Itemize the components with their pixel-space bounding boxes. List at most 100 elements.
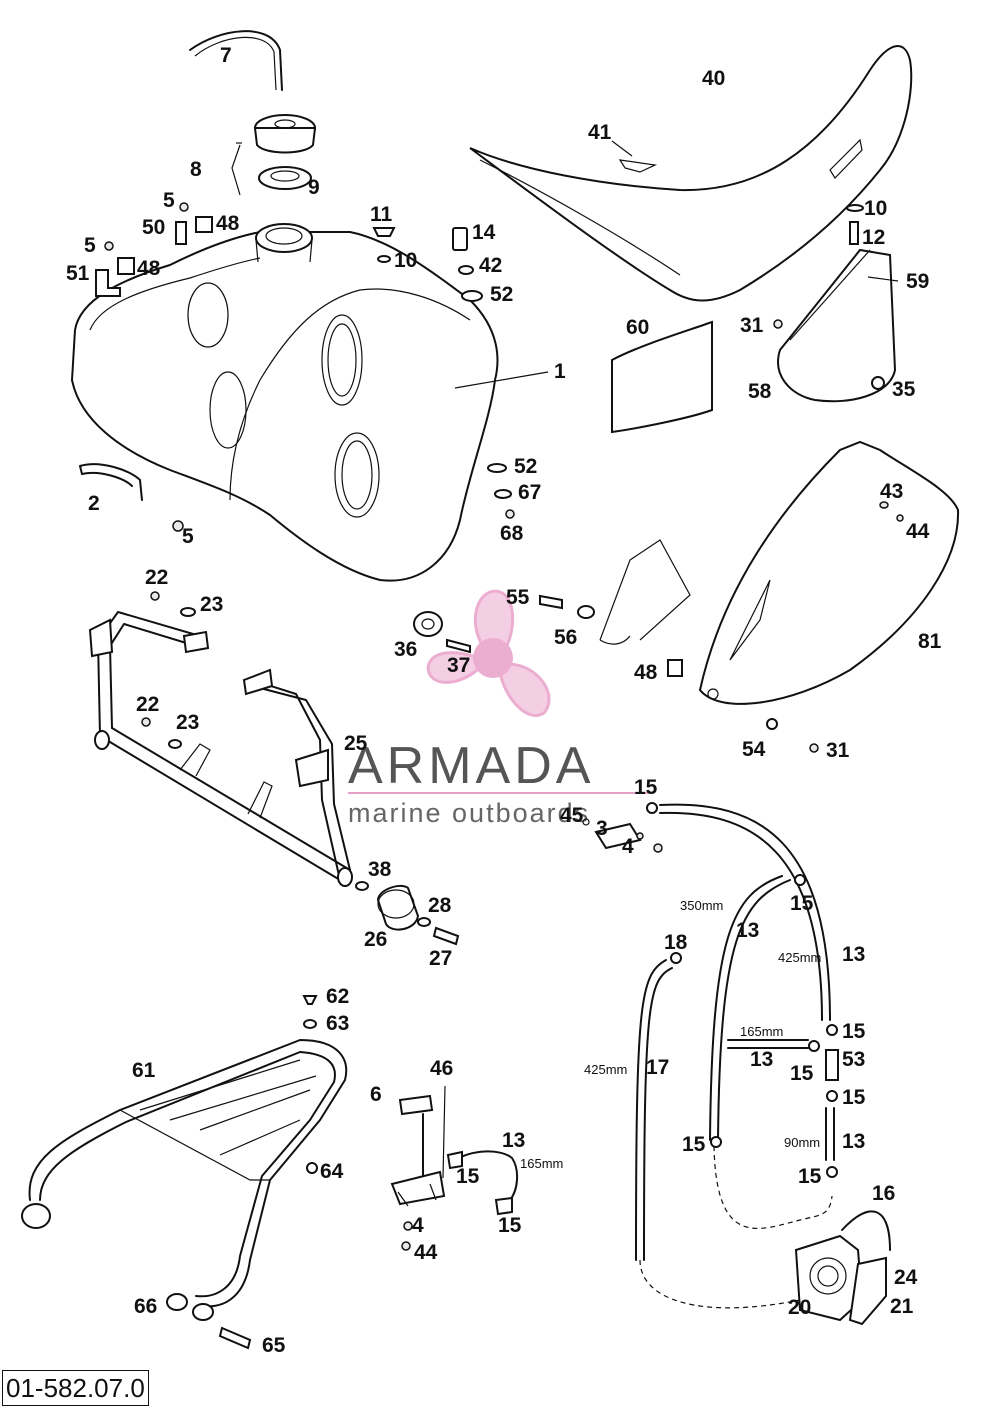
dimension-labels: 350mm 425mm 165mm 425mm 90mm 165mm bbox=[520, 898, 821, 1171]
callout-4b: 4 bbox=[412, 1214, 424, 1237]
callout-54: 54 bbox=[742, 738, 766, 761]
callout-18: 18 bbox=[664, 931, 688, 954]
callout-15f: 15 bbox=[682, 1133, 706, 1156]
callout-16: 16 bbox=[872, 1182, 895, 1205]
drawing-code-label: 01-582.07.0 bbox=[2, 1370, 149, 1406]
callout-64: 64 bbox=[320, 1160, 344, 1183]
callout-15h: 15 bbox=[456, 1165, 480, 1188]
callout-48b: 48 bbox=[137, 257, 161, 280]
dim-350mm: 350mm bbox=[680, 898, 723, 913]
callout-14: 14 bbox=[472, 221, 496, 244]
callout-23a: 23 bbox=[200, 593, 223, 616]
callout-27: 27 bbox=[429, 947, 452, 970]
callout-7: 7 bbox=[220, 44, 232, 67]
callout-35: 35 bbox=[892, 378, 916, 401]
callout-44a: 44 bbox=[906, 520, 930, 543]
callout-37: 37 bbox=[447, 654, 470, 677]
callout-10a: 10 bbox=[394, 249, 417, 272]
callout-15b: 15 bbox=[790, 892, 814, 915]
tank-fixing-hardware bbox=[95, 202, 213, 297]
dim-165mm-b: 165mm bbox=[520, 1156, 563, 1171]
watermark-propeller-logo bbox=[426, 589, 551, 718]
callout-63: 63 bbox=[326, 1012, 349, 1035]
rubber-mount-part bbox=[355, 881, 460, 946]
callout-61: 61 bbox=[132, 1059, 156, 1082]
callout-42: 42 bbox=[479, 254, 502, 277]
callout-22b: 22 bbox=[136, 693, 159, 716]
part-number-labels: 7 8 9 5 50 48 5 51 48 11 10 14 42 52 1 5… bbox=[66, 44, 942, 1357]
tool-bag-part bbox=[773, 248, 897, 403]
fuel-tank-part bbox=[71, 223, 549, 582]
callout-31b: 31 bbox=[826, 739, 850, 762]
callout-8: 8 bbox=[190, 158, 202, 181]
callout-3: 3 bbox=[596, 817, 608, 840]
callout-15a: 15 bbox=[634, 776, 658, 799]
fuel-tap-part bbox=[390, 1085, 518, 1251]
dim-90mm: 90mm bbox=[784, 1135, 820, 1150]
callout-81: 81 bbox=[918, 630, 942, 653]
callout-22a: 22 bbox=[145, 566, 168, 589]
callout-50: 50 bbox=[142, 216, 165, 239]
callout-10b: 10 bbox=[864, 197, 887, 220]
decal-part bbox=[611, 320, 713, 434]
callout-13d: 13 bbox=[842, 1130, 865, 1153]
callout-20: 20 bbox=[788, 1296, 811, 1319]
callout-11: 11 bbox=[370, 203, 393, 226]
callout-62: 62 bbox=[326, 985, 349, 1008]
callout-66: 66 bbox=[134, 1295, 157, 1318]
tank-bracket-part bbox=[79, 463, 143, 501]
callout-2: 2 bbox=[88, 492, 100, 515]
side-cover-part bbox=[667, 440, 960, 705]
callout-17: 17 bbox=[646, 1056, 669, 1079]
dim-425mm-a: 425mm bbox=[778, 950, 821, 965]
callout-13b: 13 bbox=[842, 943, 865, 966]
screw-5-part bbox=[172, 520, 184, 532]
callout-26: 26 bbox=[364, 928, 387, 951]
callout-13e: 13 bbox=[502, 1129, 525, 1152]
callout-15c: 15 bbox=[842, 1020, 866, 1043]
callout-9: 9 bbox=[308, 176, 320, 199]
spacer-hardware bbox=[413, 594, 819, 753]
callout-65: 65 bbox=[262, 1334, 286, 1357]
callout-46: 46 bbox=[430, 1057, 453, 1080]
callout-52b: 52 bbox=[514, 455, 537, 478]
callout-5b: 5 bbox=[84, 234, 96, 257]
callout-53: 53 bbox=[842, 1048, 865, 1071]
leader-lines bbox=[236, 140, 899, 282]
callout-48c: 48 bbox=[634, 661, 658, 684]
tank-washers bbox=[372, 227, 515, 519]
callout-4a: 4 bbox=[622, 835, 634, 858]
callout-31a: 31 bbox=[740, 314, 764, 337]
callout-15g: 15 bbox=[798, 1165, 822, 1188]
frame-sketch bbox=[599, 539, 691, 645]
callout-15i: 15 bbox=[498, 1214, 522, 1237]
callout-24: 24 bbox=[894, 1266, 918, 1289]
callout-52a: 52 bbox=[490, 283, 513, 306]
callout-38: 38 bbox=[368, 858, 392, 881]
fuel-cap-part bbox=[231, 114, 317, 196]
callout-59: 59 bbox=[906, 270, 929, 293]
callout-12: 12 bbox=[862, 226, 885, 249]
callout-25: 25 bbox=[344, 732, 368, 755]
callout-67: 67 bbox=[518, 481, 541, 504]
luggage-rack-part bbox=[21, 995, 348, 1350]
callout-55: 55 bbox=[506, 586, 530, 609]
callout-15e: 15 bbox=[842, 1086, 866, 1109]
callout-58: 58 bbox=[748, 380, 772, 403]
callout-68: 68 bbox=[500, 522, 524, 545]
fuel-hoses-part bbox=[582, 802, 891, 1326]
callout-56: 56 bbox=[554, 626, 577, 649]
callout-36: 36 bbox=[394, 638, 417, 661]
watermark-title: ARMADA bbox=[348, 737, 594, 795]
callout-13a: 13 bbox=[736, 919, 759, 942]
dim-165mm-a: 165mm bbox=[740, 1024, 783, 1039]
callout-21: 21 bbox=[890, 1295, 914, 1318]
callout-60: 60 bbox=[626, 316, 649, 339]
dim-425mm-b: 425mm bbox=[584, 1062, 627, 1077]
callout-40: 40 bbox=[702, 67, 725, 90]
callout-15d: 15 bbox=[790, 1062, 814, 1085]
seat-part bbox=[469, 45, 913, 302]
callout-41: 41 bbox=[588, 121, 612, 144]
breather-hose-part bbox=[189, 30, 283, 91]
